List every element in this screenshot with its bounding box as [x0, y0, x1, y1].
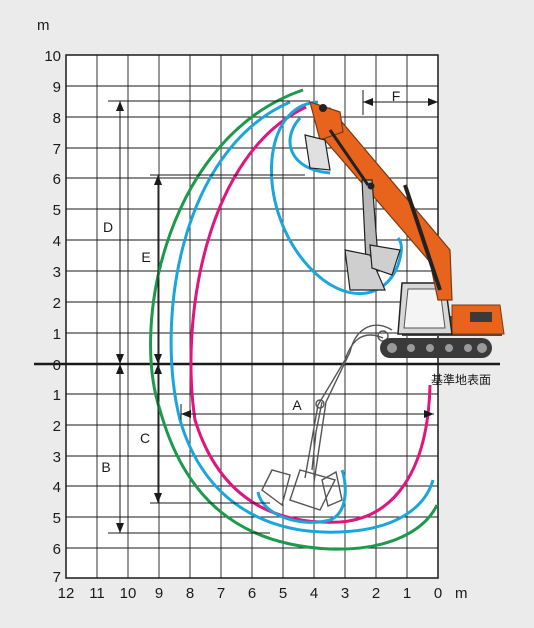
- dimension-label-f: F: [392, 88, 401, 104]
- y-tick-label: 1: [53, 387, 61, 404]
- upper-bucket-small-loop: [288, 116, 331, 175]
- horizontal-gridlines: [66, 85, 438, 549]
- cab-window: [403, 288, 446, 329]
- dimension-label-c: C: [140, 430, 150, 446]
- track-rollers: [387, 343, 487, 353]
- y-axis-tick-labels: 10 9 8 7 6 5 4 3 2 1 0 1 2 3 4 5 6 7: [44, 48, 61, 586]
- x-tick-label: 9: [155, 585, 163, 602]
- y-tick-label: 2: [53, 418, 61, 435]
- x-tick-label: 2: [372, 585, 380, 602]
- excavator-illustration: [304, 101, 505, 358]
- y-tick-label: 0: [53, 357, 61, 374]
- y-tick-label: 2: [53, 295, 61, 312]
- boom-cylinder: [403, 184, 442, 291]
- y-axis-unit: m: [37, 17, 50, 34]
- y-tick-label: 7: [53, 569, 61, 586]
- y-tick-label: 10: [44, 48, 61, 65]
- upper-bucket-linkage: [369, 244, 401, 276]
- curled-bucket: [304, 134, 331, 171]
- ground-surface-label: 基準地表面: [431, 372, 491, 387]
- dimension-lines: [108, 90, 438, 534]
- x-tick-label: 12: [58, 585, 75, 602]
- x-tick-label: 0: [434, 585, 442, 602]
- arm-pin: [367, 182, 375, 190]
- x-tick-label: 10: [120, 585, 137, 602]
- dimension-label-b: B: [101, 459, 110, 475]
- y-tick-label: 6: [53, 541, 61, 558]
- x-tick-label: 1: [403, 585, 411, 602]
- y-tick-label: 9: [53, 79, 61, 96]
- y-tick-label: 4: [53, 233, 61, 250]
- y-tick-label: 7: [53, 141, 61, 158]
- dimension-labels: A B C D E F: [101, 88, 400, 475]
- x-tick-label: 3: [341, 585, 349, 602]
- excavator-track: [380, 338, 492, 358]
- boom-tip: [309, 101, 344, 141]
- x-tick-label: 6: [248, 585, 256, 602]
- green-envelope-curve: [149, 88, 439, 551]
- y-tick-label: 1: [53, 326, 61, 343]
- y-tick-label: 8: [53, 110, 61, 127]
- x-tick-label: 11: [89, 585, 105, 602]
- dimension-label-d: D: [103, 219, 113, 235]
- y-tick-label: 5: [53, 202, 61, 219]
- dimension-label-a: A: [292, 397, 302, 413]
- dimension-label-e: E: [141, 249, 150, 265]
- x-axis-unit: m: [455, 585, 468, 602]
- x-tick-label: 4: [310, 585, 318, 602]
- engine-grille: [470, 312, 492, 322]
- x-axis-tick-labels: 12 11 10 9 8 7 6 5 4 3 2 1 0: [58, 585, 443, 602]
- x-tick-label: 8: [186, 585, 194, 602]
- blue-envelope-curve: [169, 100, 435, 534]
- boom: [317, 107, 453, 301]
- y-tick-label: 3: [53, 264, 61, 281]
- x-tick-label: 7: [217, 585, 225, 602]
- arm-cylinder: [328, 129, 370, 186]
- y-tick-label: 3: [53, 449, 61, 466]
- upper-bucket-swing-curve: [270, 100, 403, 295]
- y-tick-label: 5: [53, 510, 61, 527]
- upper-bucket: [344, 249, 386, 291]
- magenta-envelope-curve: [189, 105, 432, 524]
- lower-bucket-swing-curve: [256, 469, 347, 524]
- lower-attachment-outline: [261, 324, 393, 511]
- dimension-arrowheads: [116, 98, 438, 533]
- x-tick-label: 5: [279, 585, 287, 602]
- y-tick-label: 4: [53, 479, 61, 496]
- boom-pin: [319, 104, 327, 112]
- y-tick-label: 6: [53, 171, 61, 188]
